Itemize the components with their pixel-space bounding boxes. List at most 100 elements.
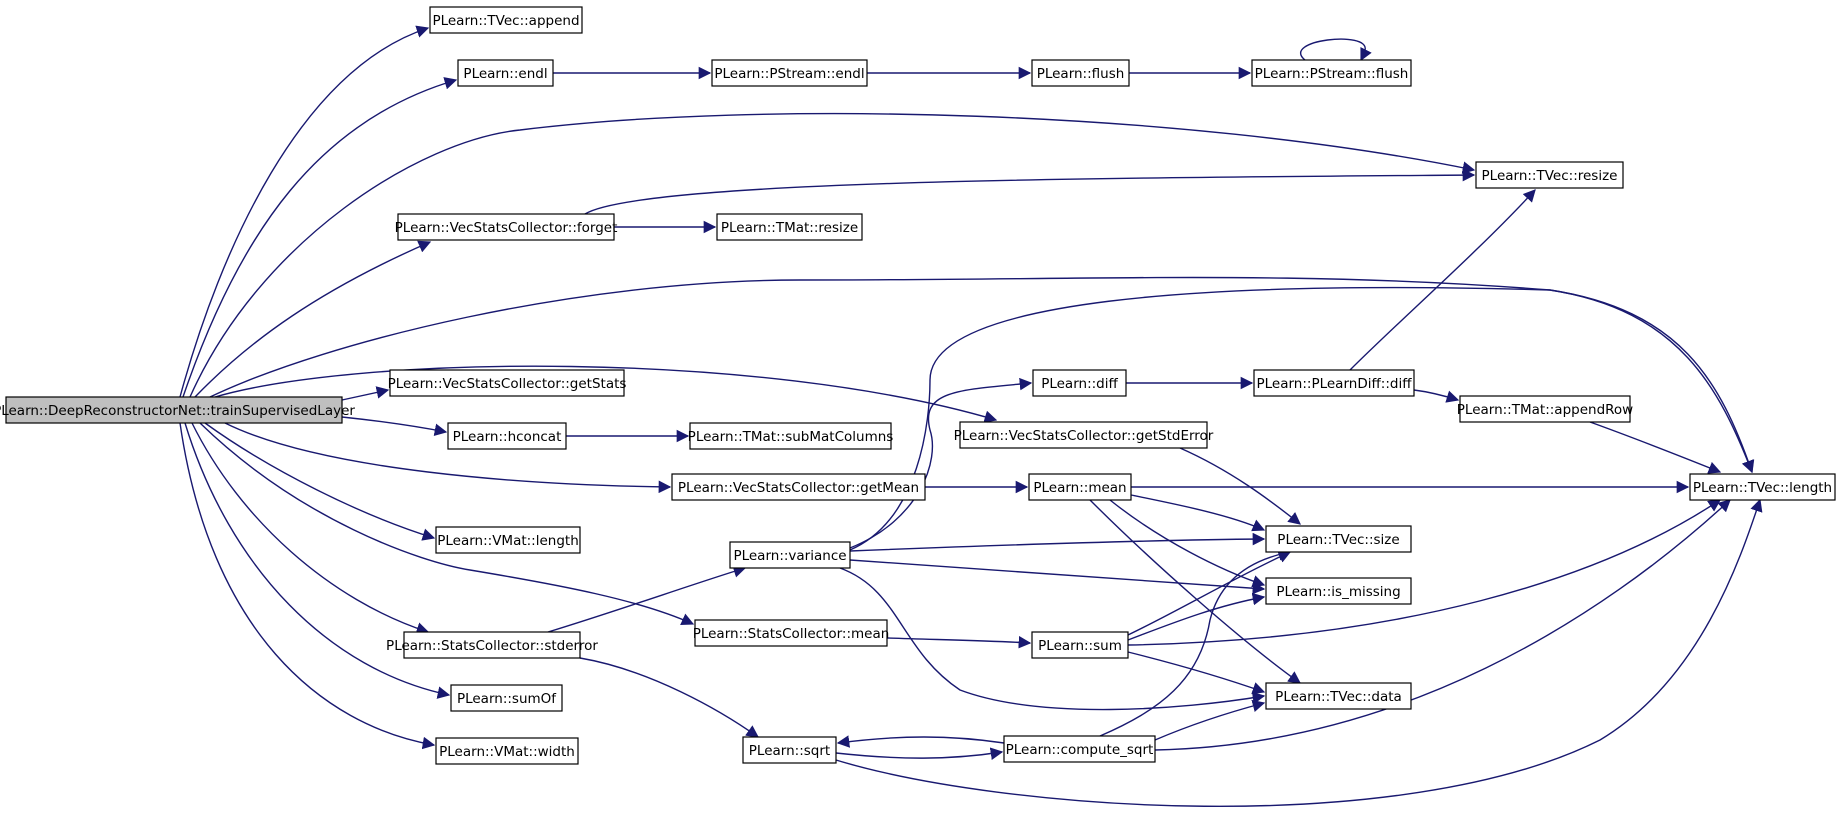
node-root[interactable]: PLearn::DeepReconstructorNet::trainSuper… [0, 396, 355, 424]
node-sum[interactable]: PLearn::sum [1031, 631, 1129, 659]
node-tvec-data[interactable]: PLearn::TVec::data [1265, 682, 1412, 710]
node-label: PLearn::VMat::width [439, 744, 575, 760]
edge-root-to-vmat_width [179, 422, 436, 750]
node-box [1689, 473, 1836, 501]
node-variance[interactable]: PLearn::variance [729, 541, 851, 569]
node-label: PLearn::VecStatsCollector::getStdError [954, 428, 1214, 444]
node-box [1031, 59, 1130, 87]
node-box [716, 213, 863, 241]
node-box [671, 473, 926, 501]
edge-root-to-sc_stderror [191, 422, 430, 635]
node-box [689, 422, 892, 450]
edge-tmat_appendrow-to-tvec_length [1589, 421, 1722, 474]
node-box [959, 421, 1208, 449]
node-label: PLearn::PStream::endl [714, 66, 864, 82]
node-label: PLearn::variance [733, 548, 846, 564]
node-box [1031, 631, 1129, 659]
node-sc-stderror[interactable]: PLearn::StatsCollector::stderror [386, 631, 598, 659]
node-label: PLearn::TVec::length [1693, 480, 1832, 496]
node-sqrt[interactable]: PLearn::sqrt [742, 736, 837, 764]
node-label: PLearn::StatsCollector::stderror [386, 638, 598, 654]
node-box [1032, 369, 1127, 397]
node-tmat-appendrow[interactable]: PLearn::TMat::appendRow [1457, 395, 1633, 423]
edge-root-to-vsc_getstats [341, 386, 390, 401]
edge-root-to-tvec_resize [189, 112, 1476, 398]
node-vsc-forget[interactable]: PLearn::VecStatsCollector::forget [395, 213, 618, 241]
edge-mean-to-tvec_size [1130, 494, 1266, 532]
edge-sc_mean-to-sum [886, 635, 1032, 649]
edge-root-to-tvec_append [179, 25, 430, 398]
edge-sqrt-to-compute_sqrt [835, 747, 1004, 760]
node-label: PLearn::TMat::appendRow [1457, 402, 1633, 418]
edge-root-to-vsc_forget [194, 240, 432, 398]
node-label: PLearn::is_missing [1276, 584, 1400, 600]
node-box [729, 541, 851, 569]
edge-compute_sqrt-to-sqrt [836, 735, 1005, 748]
node-layer: PLearn::DeepReconstructorNet::trainSuper… [0, 6, 1836, 765]
node-pstream-endl[interactable]: PLearn::PStream::endl [711, 59, 868, 87]
edge-mean-to-is_missing [1109, 499, 1266, 588]
node-vsc-getstderror[interactable]: PLearn::VecStatsCollector::getStdError [954, 421, 1214, 449]
node-hconcat[interactable]: PLearn::hconcat [447, 422, 567, 450]
node-label: PLearn::TMat::resize [721, 220, 858, 236]
node-label: PLearn::hconcat [453, 429, 562, 445]
node-box [447, 422, 567, 450]
edge-sc_stderror-to-variance [547, 565, 747, 633]
node-box [1003, 735, 1156, 763]
edge-root-to-vsc_getstderror [214, 365, 998, 423]
edge-variance-to-tvec_size [849, 532, 1266, 552]
edge-variance-to-diff [849, 377, 1033, 549]
node-label: PLearn::compute_sqrt [1006, 742, 1154, 758]
edge-sum-to-tvec_length [1127, 499, 1722, 646]
node-label: PLearn::flush [1037, 66, 1125, 82]
node-mean[interactable]: PLearn::mean [1028, 473, 1132, 501]
node-tmat-submatcolumns[interactable]: PLearn::TMat::subMatColumns [688, 422, 894, 450]
node-box [5, 396, 343, 424]
node-vsc-getmean[interactable]: PLearn::VecStatsCollector::getMean [671, 473, 926, 501]
node-is-missing[interactable]: PLearn::is_missing [1265, 577, 1412, 605]
node-tmat-resize[interactable]: PLearn::TMat::resize [716, 213, 863, 241]
node-label: PLearn::DeepReconstructorNet::trainSuper… [0, 403, 355, 419]
node-tvec-resize[interactable]: PLearn::TVec::resize [1475, 161, 1624, 189]
node-vmat-length[interactable]: PLearn::VMat::length [435, 526, 581, 554]
edge-variance-to-is_missing [849, 559, 1266, 595]
node-label: PLearn::endl [463, 66, 547, 82]
node-box [1251, 59, 1412, 87]
edge-mean-to-tvec_data [1089, 499, 1302, 684]
node-label: PLearn::sum [1038, 638, 1122, 654]
node-vsc-getstats[interactable]: PLearn::VecStatsCollector::getStats [388, 369, 627, 397]
node-flush[interactable]: PLearn::flush [1031, 59, 1130, 87]
edge-root-to-sumof [184, 422, 451, 699]
node-label: PLearn::TVec::resize [1482, 168, 1618, 184]
node-sc-mean[interactable]: PLearn::StatsCollector::mean [693, 619, 890, 647]
node-label: PLearn::PStream::flush [1255, 66, 1409, 82]
node-label: PLearn::VMat::length [437, 533, 579, 549]
node-plearndiff-diff[interactable]: PLearn::PLearnDiff::diff [1253, 369, 1415, 397]
node-box [1265, 577, 1412, 605]
node-compute-sqrt[interactable]: PLearn::compute_sqrt [1003, 735, 1156, 763]
node-label: PLearn::StatsCollector::mean [693, 626, 890, 642]
edge-root-to-endl [182, 77, 458, 398]
node-pstream-flush[interactable]: PLearn::PStream::flush [1251, 59, 1412, 87]
edge-vsc_getstderror-to-tvec_size [1179, 447, 1301, 525]
node-tvec-size[interactable]: PLearn::TVec::size [1265, 525, 1412, 553]
node-box [711, 59, 868, 87]
node-sumof[interactable]: PLearn::sumOf [450, 684, 563, 712]
node-label: PLearn::VecStatsCollector::forget [395, 220, 618, 236]
node-box [403, 631, 581, 659]
node-box [1265, 525, 1412, 553]
edge-variance-to-tvec_length [849, 286, 1754, 551]
node-box [397, 213, 615, 241]
node-tvec-length[interactable]: PLearn::TVec::length [1689, 473, 1836, 501]
node-endl[interactable]: PLearn::endl [457, 59, 554, 87]
node-diff[interactable]: PLearn::diff [1032, 369, 1127, 397]
node-tvec-append[interactable]: PLearn::TVec::append [429, 6, 583, 34]
node-label: PLearn::TVec::append [432, 13, 579, 29]
edge-pstream_flush-to-pstream_flush [1300, 38, 1372, 62]
edge-variance-to-tvec_data [839, 567, 1266, 711]
node-box [429, 6, 583, 34]
node-box [457, 59, 554, 87]
node-vmat-width[interactable]: PLearn::VMat::width [435, 737, 579, 765]
node-label: PLearn::PLearnDiff::diff [1256, 376, 1412, 392]
edge-sum-to-tvec_data [1127, 651, 1266, 695]
